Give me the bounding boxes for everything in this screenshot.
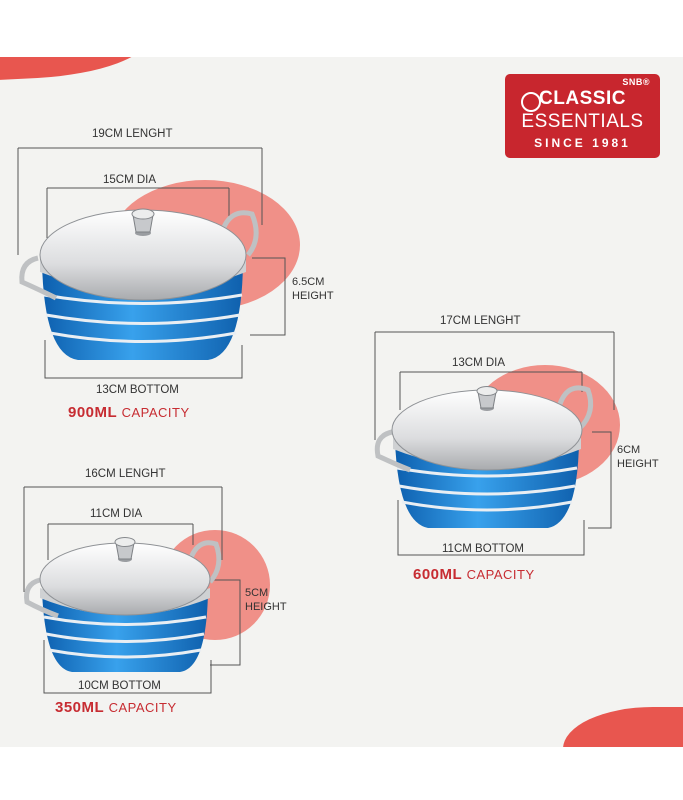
pot-small-height-value: 5CM [245,587,269,599]
pot-medium-height-text: HEIGHT [617,458,659,470]
pot-large-height-text: HEIGHT [292,290,334,302]
brand-logo: SNB® CLASSIC ESSENTIALS SINCE 1981 [505,74,660,158]
pot-medium-bottom-label: 11CM BOTTOM [442,543,524,555]
brand-since: SINCE 1981 [534,136,631,150]
pot-medium-capacity-text: CAPACITY [466,567,535,582]
brand-name-line1: CLASSIC [539,88,626,109]
pot-small-length-label: 16CM LENGHT [85,468,166,480]
pot-large-bottom-label: 13CM BOTTOM [96,384,179,396]
pot-large-capacity: 900ML CAPACITY [68,404,190,421]
pot-small-capacity-text: CAPACITY [108,700,177,715]
brand-tag: SNB® [622,77,650,87]
pot-medium-capacity-value: 600ML [413,566,462,583]
pot-large-dia-label: 15CM DIA [103,174,157,186]
pot-large [17,147,300,379]
pot-medium-height-value: 6CM [617,444,641,456]
pot-medium-height-label: 6CM HEIGHT [617,443,659,471]
pot-large-height-value: 6.5CM [292,276,325,288]
pot-small-capacity-value: 350ML [55,699,104,716]
pot-large-length-label: 19CM LENGHT [92,128,173,140]
pot-small-dia-label: 11CM DIA [90,508,143,520]
brand-name-line2: ESSENTIALS [521,111,644,132]
pot-large-height-label: 6.5CM HEIGHT [292,275,334,303]
pot-medium-dia-label: 13CM DIA [452,357,506,369]
pot-small-capacity: 350ML CAPACITY [55,699,177,716]
pot-medium [374,331,620,556]
pot-small-height-text: HEIGHT [245,601,287,613]
flower-logo-icon [521,92,541,112]
pot-small-height-label: 5CM HEIGHT [245,586,287,614]
pot-small [23,486,270,694]
pot-medium-length-label: 17CM LENGHT [440,315,521,327]
pot-medium-capacity: 600ML CAPACITY [413,566,535,583]
pot-large-capacity-value: 900ML [68,404,117,421]
pot-small-bottom-label: 10CM BOTTOM [78,680,161,692]
pot-large-capacity-text: CAPACITY [121,405,190,420]
